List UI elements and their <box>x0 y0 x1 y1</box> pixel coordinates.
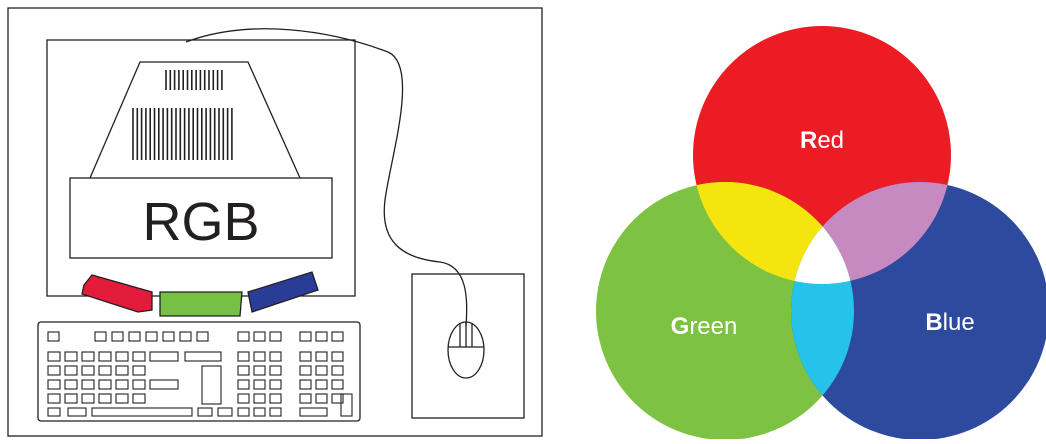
keyboard-key <box>48 332 59 341</box>
keyboard-key <box>82 366 94 375</box>
keyboard-key <box>316 380 327 389</box>
keyboard-key <box>163 332 174 341</box>
red-label: Red <box>800 127 844 154</box>
keyboard-key <box>65 366 77 375</box>
keyboard-key <box>146 332 157 341</box>
keyboard-key <box>48 352 60 361</box>
keyboard-key <box>198 408 212 416</box>
keyboard-key <box>332 352 343 361</box>
keyboard-key <box>185 352 221 361</box>
red-swatch-button[interactable] <box>82 275 152 312</box>
keyboard-key <box>112 332 123 341</box>
monitor-crt-hood <box>90 62 300 178</box>
keyboard-key <box>270 380 281 389</box>
keyboard-key <box>254 352 265 361</box>
blue-swatch-button[interactable] <box>248 272 318 312</box>
keyboard-key <box>332 366 343 375</box>
keyboard-key <box>270 394 281 403</box>
keyboard-key <box>197 332 208 341</box>
keyboard-key <box>150 380 178 389</box>
keyboard-key <box>116 366 128 375</box>
keyboard-key <box>99 352 111 361</box>
keyboard-key <box>82 352 94 361</box>
keyboard-key <box>254 408 265 416</box>
keyboard-key <box>238 332 249 341</box>
keyboard <box>38 322 360 421</box>
keyboard-key <box>316 332 327 341</box>
keyboard-key <box>300 394 311 403</box>
keyboard-key <box>270 408 281 416</box>
keyboard-key <box>180 332 191 341</box>
mouse-pad <box>412 274 524 418</box>
keyboard-key <box>95 332 106 341</box>
blue-label: Blue <box>925 309 974 336</box>
keyboard-key <box>238 366 249 375</box>
rgb-venn-diagram: Red Green Blue <box>596 26 1046 439</box>
keyboard-key <box>133 394 145 403</box>
keyboard-key <box>332 332 343 341</box>
keyboard-key <box>316 394 327 403</box>
keyboard-key <box>65 380 77 389</box>
mouse <box>448 322 484 378</box>
keyboard-key <box>92 408 192 416</box>
keyboard-key <box>316 366 327 375</box>
keyboard-key <box>133 380 145 389</box>
keyboard-key <box>99 366 111 375</box>
keyboard-key <box>99 380 111 389</box>
keyboard-key <box>254 394 265 403</box>
keyboard-key <box>300 380 311 389</box>
keyboard-key <box>316 352 327 361</box>
keyboard-key <box>270 332 281 341</box>
monitor-vents <box>133 70 232 160</box>
keyboard-key <box>300 332 311 341</box>
keyboard-keys <box>48 332 352 416</box>
keyboard-key <box>48 380 60 389</box>
keyboard-key <box>270 366 281 375</box>
keyboard-key <box>82 394 94 403</box>
computer-illustration: RGB <box>8 8 542 436</box>
keyboard-key <box>238 380 249 389</box>
keyboard-key <box>133 366 145 375</box>
monitor-screen-label: RGB <box>142 192 259 252</box>
keyboard-key <box>99 394 111 403</box>
keyboard-key <box>254 366 265 375</box>
keyboard-key <box>300 408 327 416</box>
keyboard-key <box>116 394 128 403</box>
green-label: Green <box>671 313 738 340</box>
keyboard-key <box>300 366 311 375</box>
keyboard-key <box>133 352 145 361</box>
keyboard-key <box>48 394 60 403</box>
keyboard-key <box>48 366 60 375</box>
keyboard-key <box>218 408 232 416</box>
keyboard-key <box>65 352 77 361</box>
keyboard-key <box>238 408 249 416</box>
keyboard-key <box>238 352 249 361</box>
keyboard-key <box>332 380 343 389</box>
keyboard-key <box>238 394 249 403</box>
green-swatch-button[interactable] <box>160 292 242 316</box>
keyboard-key <box>254 380 265 389</box>
keyboard-key <box>202 366 221 404</box>
keyboard-key <box>68 408 86 416</box>
keyboard-key <box>82 380 94 389</box>
keyboard-key <box>129 332 140 341</box>
keyboard-key <box>300 352 311 361</box>
keyboard-key <box>48 408 60 416</box>
keyboard-key <box>254 332 265 341</box>
keyboard-key <box>116 352 128 361</box>
keyboard-key <box>65 394 77 403</box>
keyboard-key <box>150 352 178 361</box>
keyboard-key <box>270 352 281 361</box>
keyboard-key <box>116 380 128 389</box>
